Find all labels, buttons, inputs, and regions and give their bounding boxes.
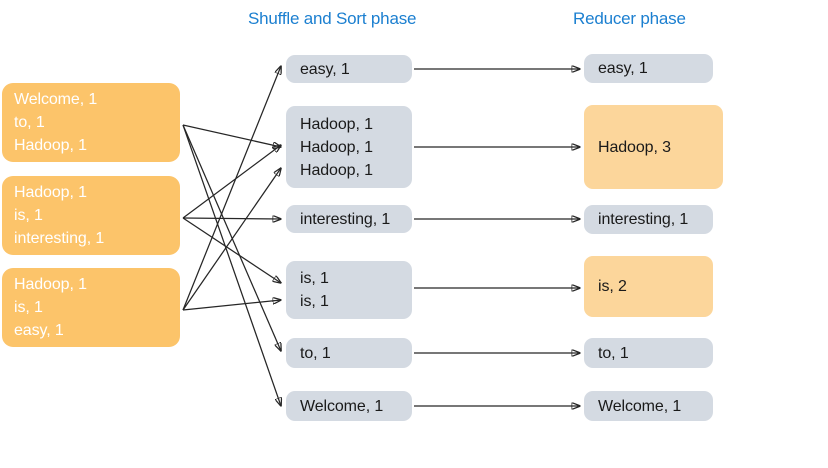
shuffle-hadoop-line-3: Hadoop, 1 bbox=[300, 161, 373, 179]
reducer-phase-title: Reducer phase bbox=[573, 9, 686, 28]
mapper-2-line-2: is, 1 bbox=[14, 207, 43, 224]
edge-mapper1-to-shuffle-to bbox=[182, 124, 281, 351]
shuffle-hadoop-line-2: Hadoop, 1 bbox=[300, 138, 373, 156]
reducer-box-to: to, 1 bbox=[584, 338, 713, 368]
edge-mapper2-to-shuffle-is bbox=[182, 217, 281, 283]
mapper-2-line-1: Hadoop, 1 bbox=[14, 184, 87, 201]
edge-mapper3-to-shuffle-hadoop bbox=[182, 168, 281, 311]
mapper-output-box-2: Hadoop, 1 is, 1 interesting, 1 bbox=[2, 176, 180, 255]
shuffle-box-easy: easy, 1 bbox=[286, 55, 412, 83]
shuffle-and-sort-phase-title: Shuffle and Sort phase bbox=[248, 9, 417, 28]
reducer-box-is: is, 2 bbox=[584, 256, 713, 317]
edge-mapper1-to-shuffle-hadoop bbox=[182, 124, 281, 147]
mapper-1-line-2: to, 1 bbox=[14, 114, 45, 131]
reduce-welcome-line-1: Welcome, 1 bbox=[598, 397, 682, 415]
edge-mapper1-to-shuffle-welcome bbox=[182, 124, 281, 406]
edge-mapper3-to-shuffle-easy bbox=[182, 66, 281, 311]
reducer-box-interesting: interesting, 1 bbox=[584, 205, 713, 234]
edge-mapper2-to-shuffle-interesting bbox=[182, 218, 281, 219]
shuffle-is-line-1: is, 1 bbox=[300, 270, 329, 287]
shuffle-box-welcome: Welcome, 1 bbox=[286, 391, 412, 421]
edge-mapper3-to-shuffle-is bbox=[182, 300, 281, 311]
reducer-box-welcome: Welcome, 1 bbox=[584, 391, 713, 421]
shuffle-hadoop-line-1: Hadoop, 1 bbox=[300, 115, 373, 133]
mapper-3-line-3: easy, 1 bbox=[14, 322, 64, 339]
reduce-hadoop-line-1: Hadoop, 3 bbox=[598, 138, 671, 156]
shuffle-is-line-2: is, 1 bbox=[300, 293, 329, 310]
mapper-2-line-3: interesting, 1 bbox=[14, 230, 105, 247]
shuffle-welcome-line-1: Welcome, 1 bbox=[300, 397, 384, 415]
reduce-is-line-1: is, 2 bbox=[598, 278, 627, 295]
reduce-easy-line-1: easy, 1 bbox=[598, 60, 648, 77]
shuffle-easy-line-1: easy, 1 bbox=[300, 60, 350, 78]
reducer-box-hadoop: Hadoop, 3 bbox=[584, 105, 723, 189]
shuffle-box-hadoop: Hadoop, 1 Hadoop, 1 Hadoop, 1 bbox=[286, 106, 412, 188]
reducer-box-easy: easy, 1 bbox=[584, 54, 713, 83]
shuffle-interesting-line-1: interesting, 1 bbox=[300, 210, 391, 228]
shuffle-box-interesting: interesting, 1 bbox=[286, 205, 412, 233]
shuffle-to-line-1: to, 1 bbox=[300, 344, 331, 362]
reduce-interesting-line-1: interesting, 1 bbox=[598, 211, 689, 228]
mapper-output-box-1: Welcome, 1 to, 1 Hadoop, 1 bbox=[2, 83, 180, 162]
reduce-to-line-1: to, 1 bbox=[598, 344, 629, 362]
shuffle-box-is: is, 1 is, 1 bbox=[286, 261, 412, 319]
mapper-1-line-3: Hadoop, 1 bbox=[14, 137, 87, 154]
mapper-1-line-1: Welcome, 1 bbox=[14, 91, 98, 108]
mapper-3-line-2: is, 1 bbox=[14, 299, 43, 316]
mapper-3-line-1: Hadoop, 1 bbox=[14, 276, 87, 293]
mapper-output-box-3: Hadoop, 1 is, 1 easy, 1 bbox=[2, 268, 180, 347]
shuffle-box-to: to, 1 bbox=[286, 338, 412, 368]
edge-mapper2-to-shuffle-hadoop bbox=[182, 145, 281, 219]
